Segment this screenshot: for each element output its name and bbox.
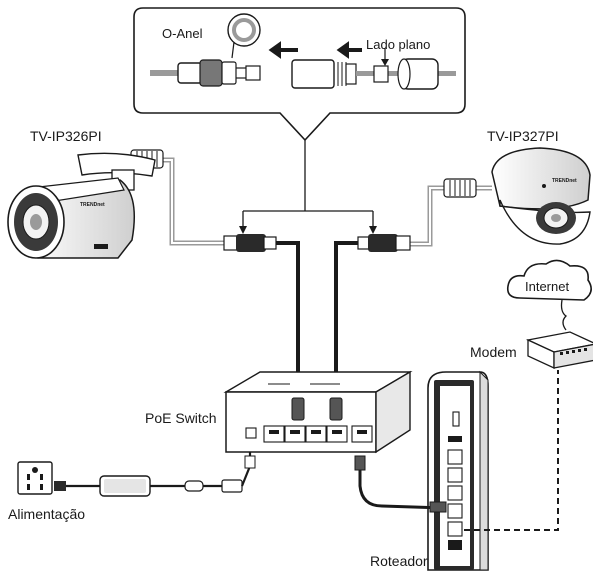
bullet-camera: TRENDnet xyxy=(7,149,226,259)
cable-switch-router xyxy=(358,458,445,510)
cable-camera2-switch xyxy=(334,241,358,400)
power-label: Alimentação xyxy=(8,506,86,522)
poe-switch xyxy=(223,370,413,454)
callout-box xyxy=(133,7,466,142)
poe-switch-label: PoE Switch xyxy=(145,410,217,426)
callout-coupler xyxy=(291,59,357,89)
brand-mark: TRENDnet xyxy=(552,178,577,184)
router xyxy=(427,370,489,571)
dome-camera: TRENDnet xyxy=(398,147,591,247)
internet-cloud-icon xyxy=(506,259,592,331)
o-ring-icon xyxy=(227,13,261,59)
connector-right xyxy=(357,234,411,252)
arrow-left-icon xyxy=(336,41,362,59)
flat-side-gasket xyxy=(373,48,389,83)
internet-label: Internet xyxy=(525,279,570,294)
modem xyxy=(525,331,593,370)
power-outlet-icon xyxy=(17,461,66,495)
o-ring-label: O-Anel xyxy=(162,26,203,41)
router-label: Roteador xyxy=(370,553,428,569)
bullet-camera-label: TV-IP326PI xyxy=(30,128,102,144)
arrow-left-icon xyxy=(268,41,298,59)
cable-router-modem xyxy=(464,370,559,531)
modem-label: Modem xyxy=(470,344,517,360)
callout-pointer xyxy=(242,140,374,228)
brand-mark: TRENDnet xyxy=(80,202,105,208)
callout-cable-left xyxy=(150,70,180,76)
connector-left xyxy=(223,234,277,252)
dome-camera-label: TV-IP327PI xyxy=(487,128,559,144)
callout-rj45-connector xyxy=(177,59,261,87)
flat-side-label: Lado plano xyxy=(366,37,431,52)
power-adapter xyxy=(66,452,256,497)
cable-camera1-switch xyxy=(276,241,300,400)
callout-end-cap xyxy=(397,58,439,90)
